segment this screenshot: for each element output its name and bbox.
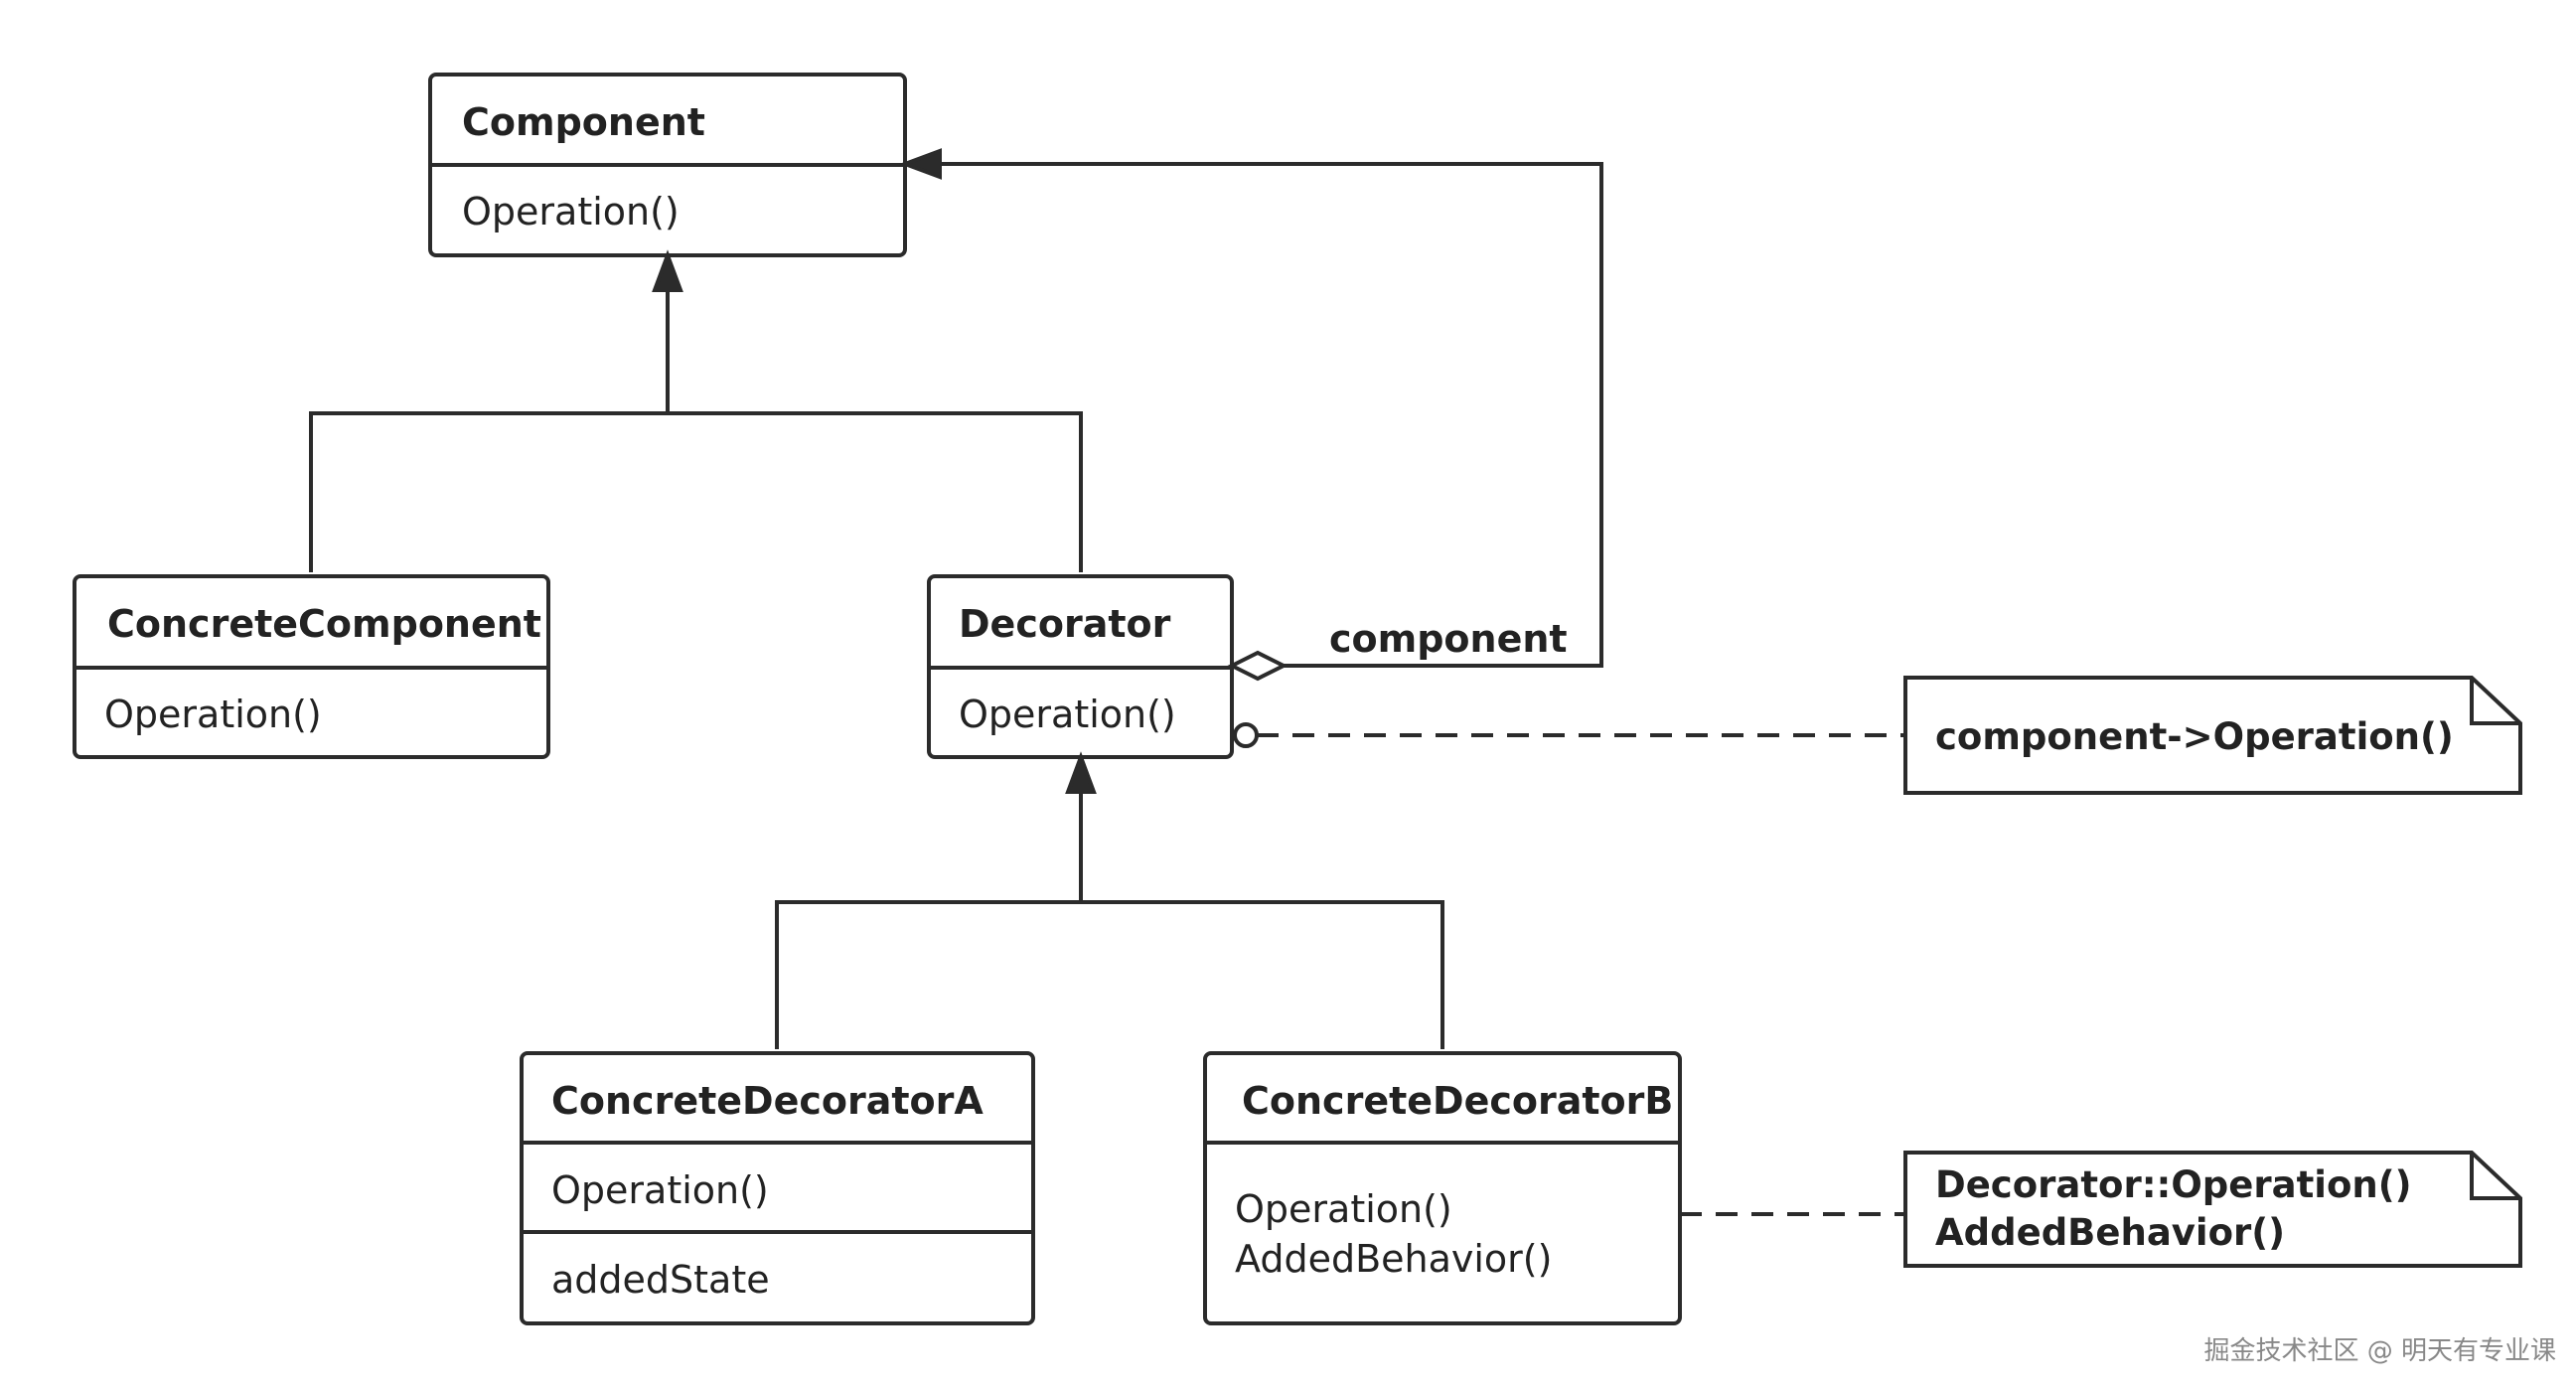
aggregation-edge-component [899, 148, 1603, 682]
aggregation-diamond [1227, 650, 1288, 682]
watermark: 掘金技术社区 @ 明天有专业课 [2203, 1336, 2556, 1366]
concrete-decorator-a-attribute: addedState [551, 1258, 770, 1302]
component-method: Operation() [462, 190, 680, 233]
concrete-decorator-b-method-added: AddedBehavior() [1235, 1237, 1552, 1281]
class-concrete-decorator-a[interactable] [520, 1051, 1035, 1325]
decorator-name: Decorator [959, 602, 1171, 646]
association-arrowhead [899, 148, 942, 180]
concrete-component-method: Operation() [104, 693, 322, 736]
note-decorator-b-text-1: Decorator::Operation() [1935, 1163, 2412, 1206]
note-link-decorator [1233, 722, 1905, 748]
class-concrete-decorator-b[interactable] [1203, 1051, 1682, 1325]
class-concrete-component[interactable] [73, 574, 550, 759]
generalization-edge-component [309, 249, 1083, 572]
generalization-edge-decorator [775, 751, 1444, 1049]
concrete-decorator-a-name: ConcreteDecoratorA [551, 1079, 984, 1123]
concrete-decorator-b-name: ConcreteDecoratorB [1242, 1079, 1673, 1123]
note-decorator-operation[interactable] [1903, 676, 2522, 795]
note-decorator-b-operation[interactable] [1903, 1151, 2522, 1268]
decorator-method: Operation() [959, 693, 1176, 736]
note-decorator-b-text-2: AddedBehavior() [1935, 1211, 2285, 1254]
concrete-decorator-a-method: Operation() [551, 1168, 769, 1212]
aggregation-label: component [1329, 617, 1568, 661]
generalization-arrowhead [1065, 751, 1097, 794]
concrete-decorator-b-method: Operation() [1235, 1187, 1452, 1231]
concrete-component-name: ConcreteComponent [107, 602, 541, 646]
component-name: Component [462, 100, 705, 144]
note-decorator-text: component->Operation() [1935, 715, 2454, 758]
generalization-arrowhead [652, 249, 683, 292]
